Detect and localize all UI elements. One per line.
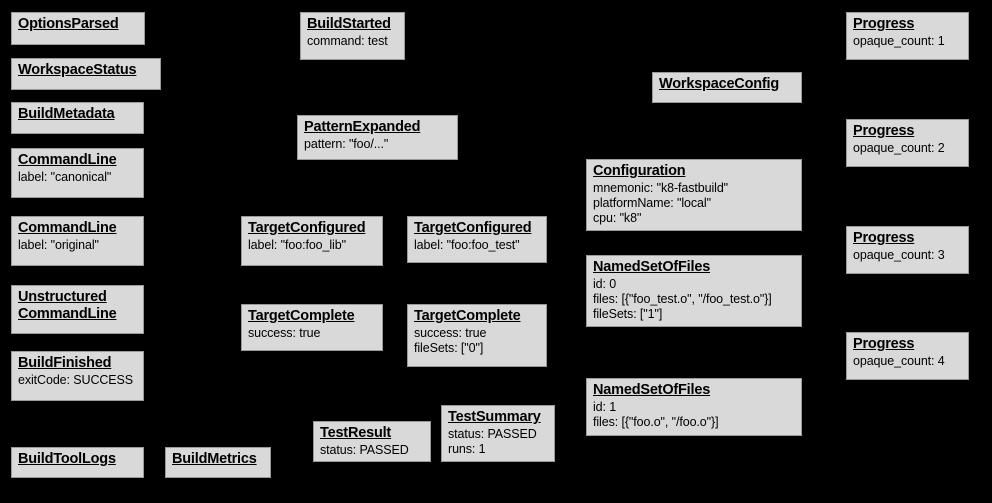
node-attributes: label: "original" — [18, 238, 99, 252]
node-title: OptionsParsed — [18, 16, 119, 32]
node-command-line-canonical[interactable]: CommandLine label: "canonical" — [11, 148, 144, 198]
node-title: CommandLine — [18, 152, 117, 168]
node-attributes: id: 1 files: [{"foo.o", "/foo.o"}] — [593, 400, 719, 429]
node-attributes: id: 0 files: [{"foo_test.o", "/foo_test.… — [593, 277, 772, 321]
node-workspace-config[interactable]: WorkspaceConfig — [652, 72, 802, 103]
node-title: CommandLine — [18, 220, 117, 236]
node-title: PatternExpanded — [304, 119, 421, 135]
node-build-metadata[interactable]: BuildMetadata — [11, 102, 144, 134]
node-attributes: exitCode: SUCCESS — [18, 373, 134, 387]
node-title: Progress — [853, 336, 915, 352]
node-attributes: status: PASSED — [320, 443, 409, 457]
node-options-parsed[interactable]: OptionsParsed — [11, 12, 145, 45]
node-named-set-of-files-1[interactable]: NamedSetOfFiles id: 1 files: [{"foo.o", "… — [586, 378, 802, 436]
node-progress-4[interactable]: Progress opaque_count: 4 — [846, 332, 969, 380]
node-build-finished[interactable]: BuildFinished exitCode: SUCCESS — [11, 351, 144, 401]
node-title: Configuration — [593, 163, 686, 179]
node-title: BuildMetadata — [18, 106, 115, 122]
node-title: Unstructured CommandLine — [18, 289, 117, 322]
node-test-summary[interactable]: TestSummary status: PASSED runs: 1 — [441, 405, 555, 462]
node-title: WorkspaceConfig — [659, 76, 780, 92]
node-command-line-original[interactable]: CommandLine label: "original" — [11, 216, 144, 266]
node-title: TestResult — [320, 425, 392, 441]
node-target-complete-foo-test[interactable]: TargetComplete success: true fileSets: ["… — [407, 304, 547, 367]
node-title: NamedSetOfFiles — [593, 382, 711, 398]
node-attributes: mnemonic: "k8-fastbuild" platformName: "… — [593, 181, 729, 225]
node-target-configured-foo-lib[interactable]: TargetConfigured label: "foo:foo_lib" — [241, 216, 383, 266]
node-title: Progress — [853, 123, 915, 139]
node-title: Progress — [853, 16, 915, 32]
node-title: BuildMetrics — [172, 451, 257, 467]
node-title: TargetComplete — [414, 308, 521, 324]
node-build-tool-logs[interactable]: BuildToolLogs — [11, 447, 144, 478]
node-title: BuildFinished — [18, 355, 112, 371]
node-target-complete-foo-lib[interactable]: TargetComplete success: true — [241, 304, 383, 351]
node-title: BuildStarted — [307, 16, 391, 32]
node-test-result[interactable]: TestResult status: PASSED — [313, 421, 431, 462]
node-build-metrics[interactable]: BuildMetrics — [165, 447, 271, 478]
node-progress-2[interactable]: Progress opaque_count: 2 — [846, 119, 969, 167]
node-attributes: status: PASSED runs: 1 — [448, 427, 537, 456]
node-named-set-of-files-0[interactable]: NamedSetOfFiles id: 0 files: [{"foo_test.… — [586, 255, 802, 327]
node-attributes: opaque_count: 1 — [853, 34, 945, 48]
node-attributes: opaque_count: 4 — [853, 354, 945, 368]
node-title: TargetConfigured — [248, 220, 366, 236]
node-progress-1[interactable]: Progress opaque_count: 1 — [846, 12, 969, 60]
node-attributes: command: test — [307, 34, 388, 48]
node-attributes: success: true — [248, 326, 321, 340]
node-pattern-expanded[interactable]: PatternExpanded pattern: "foo/..." — [297, 115, 458, 160]
node-title: Progress — [853, 230, 915, 246]
node-attributes: opaque_count: 3 — [853, 248, 945, 262]
node-attributes: pattern: "foo/..." — [304, 137, 389, 151]
node-title: NamedSetOfFiles — [593, 259, 711, 275]
node-attributes: opaque_count: 2 — [853, 141, 945, 155]
node-title: WorkspaceStatus — [18, 62, 137, 78]
node-title: BuildToolLogs — [18, 451, 116, 467]
node-configuration[interactable]: Configuration mnemonic: "k8-fastbuild" pl… — [586, 159, 802, 231]
node-unstructured-command-line[interactable]: Unstructured CommandLine — [11, 285, 144, 334]
node-build-started[interactable]: BuildStarted command: test — [300, 12, 405, 60]
node-attributes: label: "foo:foo_test" — [414, 238, 520, 252]
node-attributes: label: "foo:foo_lib" — [248, 238, 346, 252]
node-attributes: label: "canonical" — [18, 170, 112, 184]
node-title: TestSummary — [448, 409, 541, 425]
node-title: TargetConfigured — [414, 220, 532, 236]
node-title: TargetComplete — [248, 308, 355, 324]
node-attributes: success: true fileSets: ["0"] — [414, 326, 487, 355]
node-workspace-status[interactable]: WorkspaceStatus — [11, 58, 161, 90]
node-progress-3[interactable]: Progress opaque_count: 3 — [846, 226, 969, 274]
node-target-configured-foo-test[interactable]: TargetConfigured label: "foo:foo_test" — [407, 216, 547, 263]
